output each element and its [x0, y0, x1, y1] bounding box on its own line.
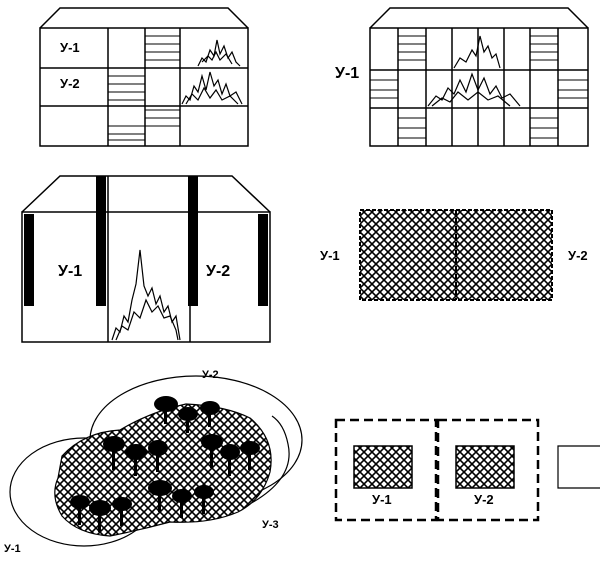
hatched-plot-2: [455, 445, 515, 489]
panel-4-plot: [359, 209, 553, 301]
p5-label-u2: У-2: [202, 369, 219, 381]
panel-6-plots: [334, 418, 600, 522]
hatched-plot-1: [353, 445, 413, 489]
shelf-lines: [108, 35, 180, 141]
p3-label-u2: У-2: [206, 263, 230, 280]
p2-label-u1: У-1: [335, 65, 359, 82]
dashed-box-2: [436, 418, 540, 522]
p3-label-u1: У-1: [58, 263, 82, 280]
dashed-box-1: [334, 418, 438, 522]
panel-2-greenhouse: [369, 7, 589, 147]
p5-label-u1: У-1: [4, 543, 21, 555]
p1-label-u2: У-2: [60, 76, 80, 91]
p4-label-u1: У-1: [320, 248, 340, 263]
trees: [70, 396, 260, 532]
panel-1-greenhouse: [39, 7, 249, 147]
panel-5-map: [9, 375, 303, 547]
p5-label-u3: У-3: [262, 519, 279, 531]
shelf-lines-2: [370, 35, 588, 139]
partial-box: [557, 445, 600, 489]
p6-label-u2: У-2: [474, 492, 494, 507]
p4-label-u2: У-2: [568, 248, 588, 263]
panel-3-greenhouse: [21, 175, 271, 343]
plant-silhouette-4: [111, 249, 181, 341]
plant-silhouette-3: [453, 35, 501, 69]
hatched-region: [54, 403, 272, 537]
area-u3-outline: [245, 415, 290, 507]
p6-label-u1: У-1: [372, 492, 392, 507]
p3-dark-columns: [24, 176, 268, 306]
p1-label-u1: У-1: [60, 40, 80, 55]
plant-silhouette: [197, 39, 241, 67]
